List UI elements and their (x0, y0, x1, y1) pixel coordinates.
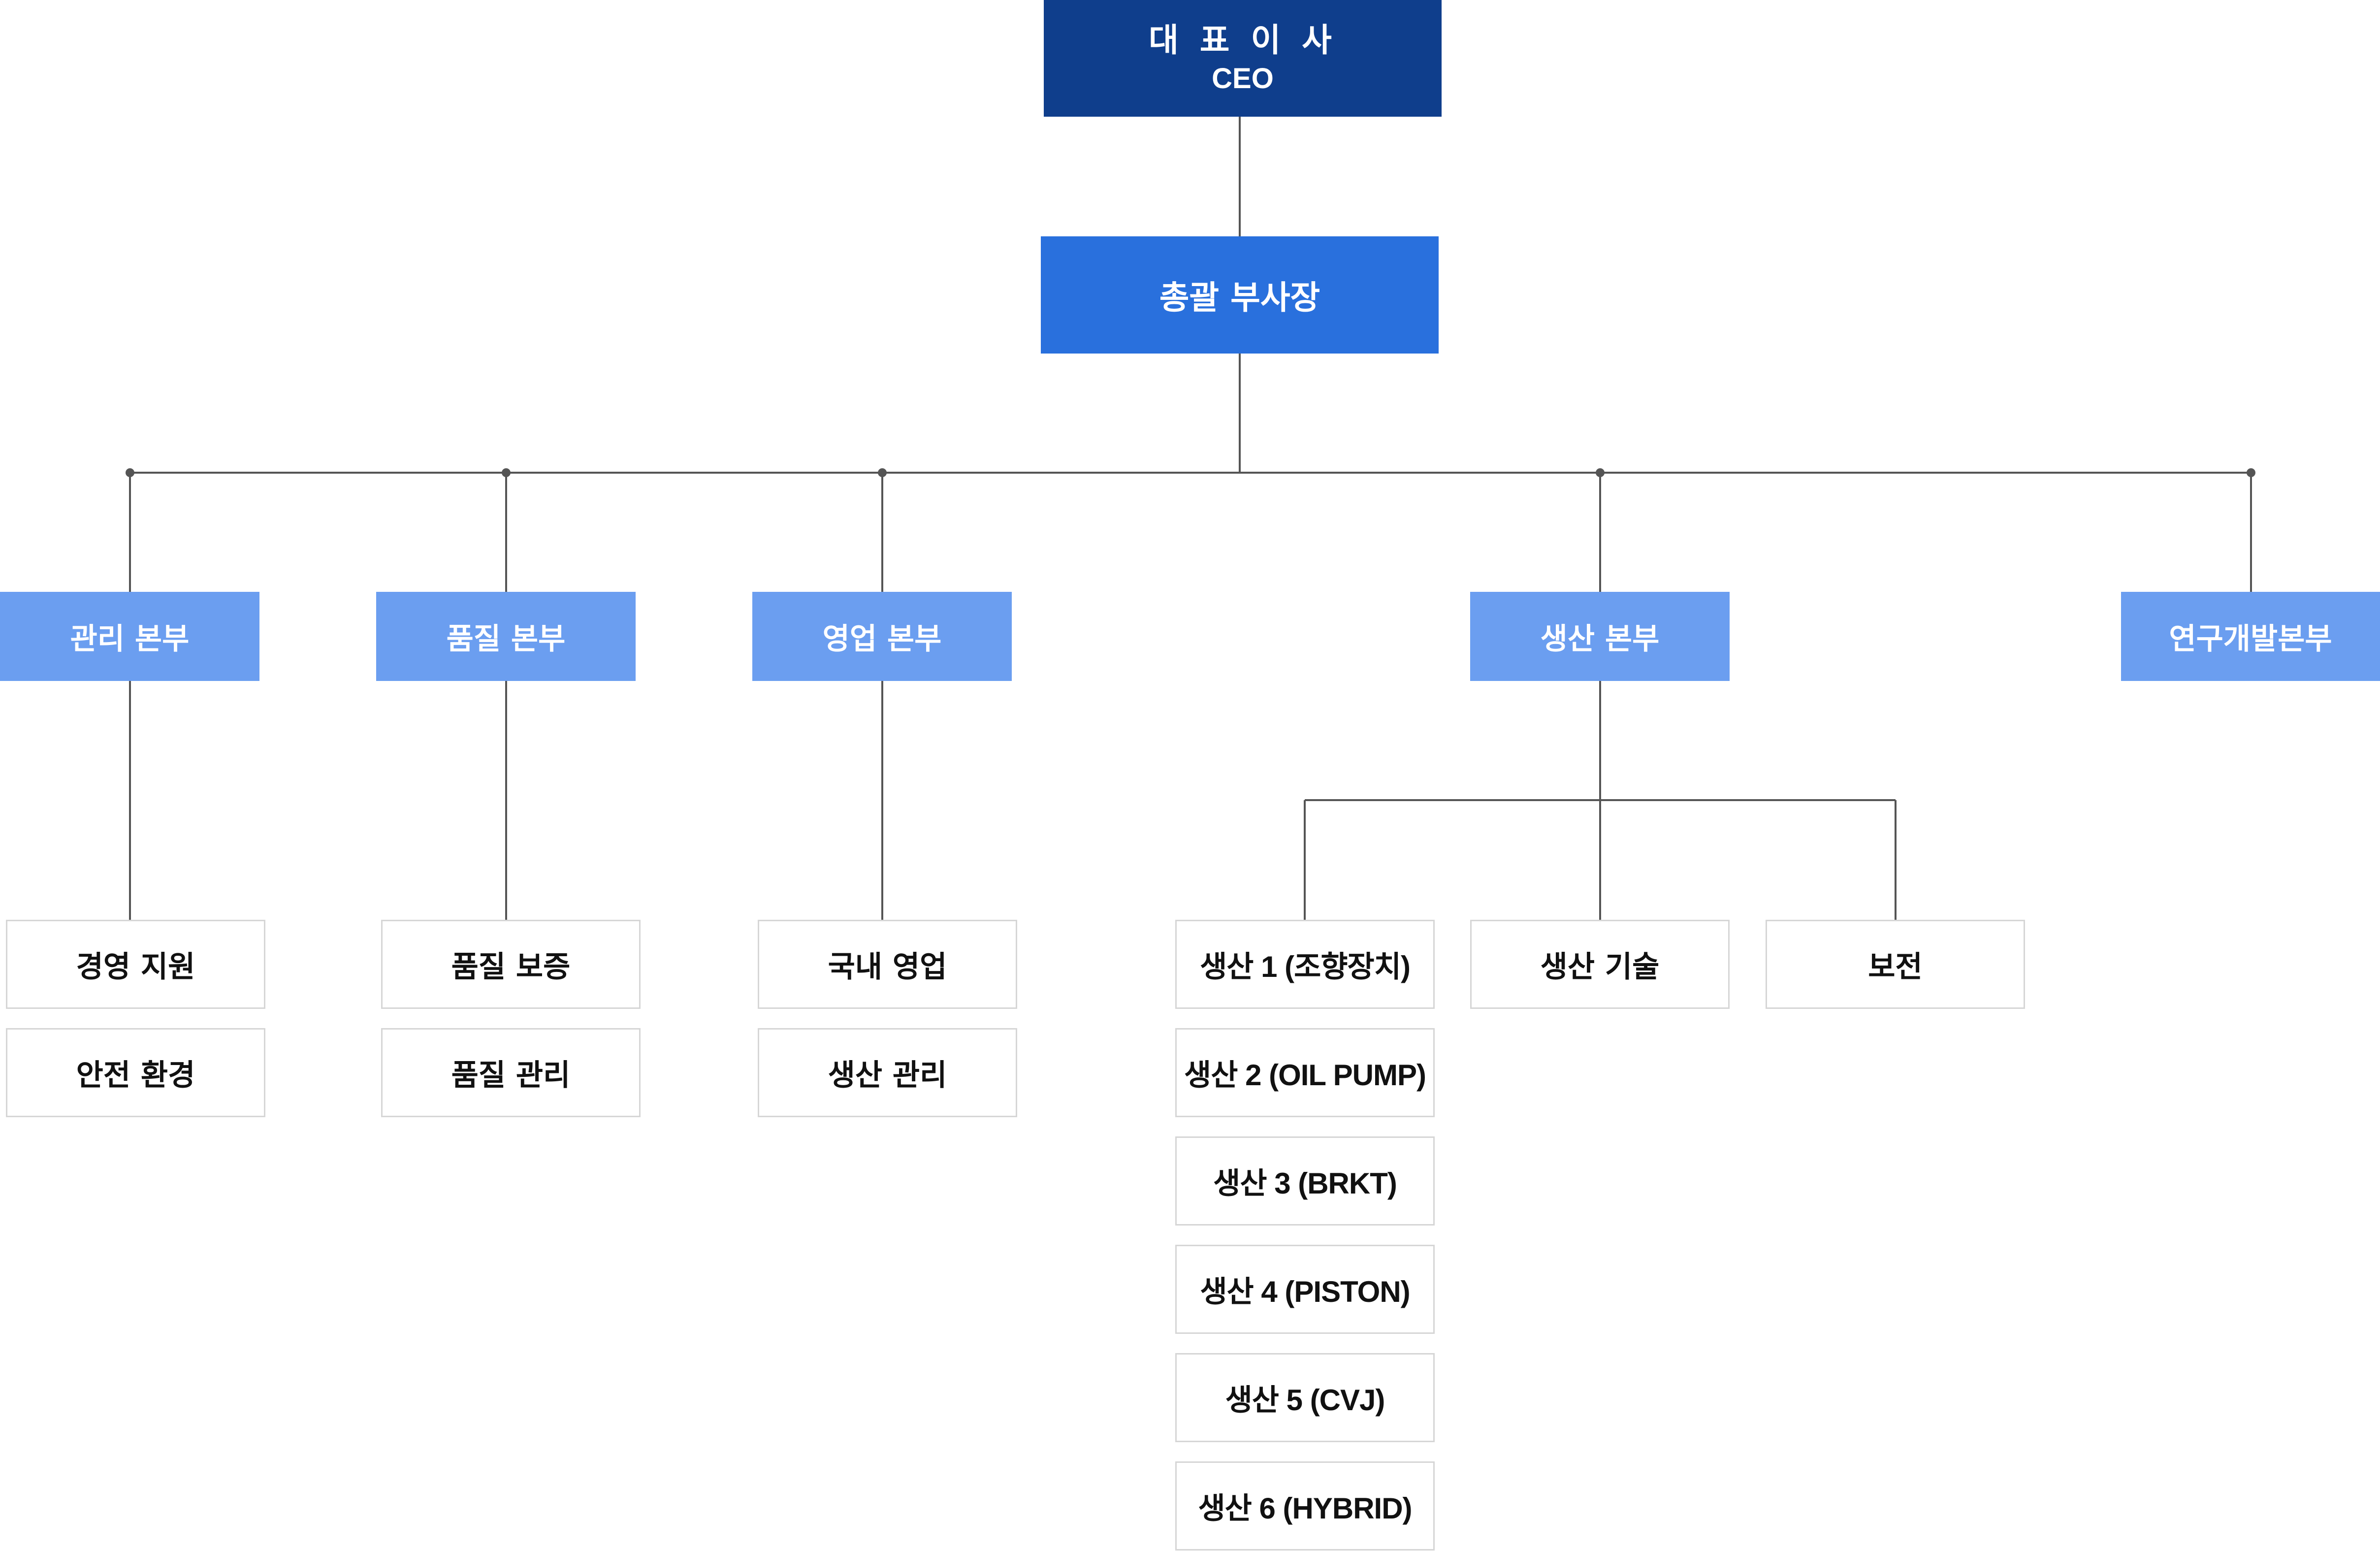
junction-dot (1596, 468, 1605, 477)
vice-president-box[interactable]: 총괄 부사장 (1041, 236, 1439, 354)
team-label: 안전 환경 (76, 1058, 195, 1093)
production-unit-label: 생산 3 (BRKT) (1213, 1167, 1397, 1200)
ceo-box[interactable]: 대 표 이 사 CEO (1044, 0, 1442, 117)
production-unit-box[interactable]: 생산 6 (HYBRID) (1175, 1461, 1435, 1551)
production-unit-label: 생산 4 (PISTON) (1200, 1275, 1410, 1308)
team-box[interactable]: 생산 관리 (758, 1028, 1017, 1117)
ceo-title-english: CEO (1212, 62, 1274, 95)
ceo-title-korean: 대 표 이 사 (1149, 21, 1337, 59)
team-box[interactable]: 품질 관리 (381, 1028, 641, 1117)
team-label: 국내 영업 (828, 950, 947, 984)
production-technology-box[interactable]: 생산 기술 (1470, 920, 1730, 1009)
division-production[interactable]: 생산 본부 (1470, 592, 1730, 681)
team-box[interactable]: 경영 지원 (6, 920, 265, 1009)
production-unit-label: 생산 1 (조향장치) (1200, 950, 1411, 983)
team-box[interactable]: 안전 환경 (6, 1028, 265, 1117)
division-sales[interactable]: 영업 본부 (752, 592, 1012, 681)
team-label: 품질 보증 (451, 950, 571, 984)
production-unit-box[interactable]: 생산 4 (PISTON) (1175, 1245, 1435, 1334)
junction-dot (126, 468, 134, 477)
junction-dot (502, 468, 511, 477)
division-rnd[interactable]: 연구개발본부 (2121, 592, 2380, 681)
division-management[interactable]: 관리 본부 (0, 592, 259, 681)
junction-dot (878, 468, 887, 477)
division-label: 품질 본부 (446, 622, 566, 656)
maintenance-box[interactable]: 보전 (1766, 920, 2025, 1009)
team-label: 품질 관리 (451, 1058, 571, 1093)
team-label: 경영 지원 (76, 950, 195, 984)
junction-dot (2247, 468, 2255, 477)
division-label: 연구개발본부 (2169, 622, 2332, 656)
division-label: 영업 본부 (822, 622, 942, 656)
division-quality[interactable]: 품질 본부 (376, 592, 636, 681)
production-unit-label: 생산 2 (OIL PUMP) (1184, 1059, 1426, 1092)
division-label: 관리 본부 (70, 622, 190, 656)
team-box[interactable]: 품질 보증 (381, 920, 641, 1009)
division-label: 생산 본부 (1540, 622, 1660, 656)
team-label: 생산 관리 (828, 1058, 947, 1093)
team-label: 생산 기술 (1540, 950, 1660, 984)
production-unit-label: 생산 5 (CVJ) (1225, 1384, 1385, 1417)
production-unit-box[interactable]: 생산 3 (BRKT) (1175, 1136, 1435, 1226)
team-box[interactable]: 국내 영업 (758, 920, 1017, 1009)
production-unit-box[interactable]: 생산 1 (조향장치) (1175, 920, 1435, 1009)
production-unit-box[interactable]: 생산 5 (CVJ) (1175, 1353, 1435, 1442)
vice-president-label: 총괄 부사장 (1159, 279, 1320, 317)
team-label: 보전 (1868, 950, 1923, 984)
production-unit-box[interactable]: 생산 2 (OIL PUMP) (1175, 1028, 1435, 1117)
production-unit-label: 생산 6 (HYBRID) (1198, 1492, 1412, 1525)
